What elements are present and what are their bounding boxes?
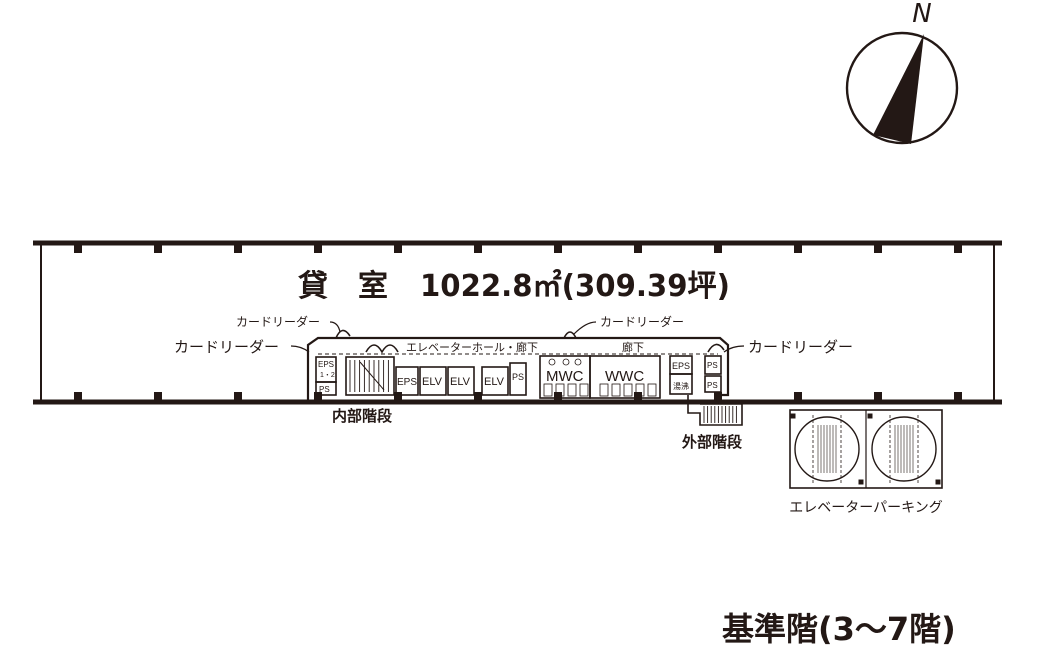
stair-arrow — [359, 361, 385, 391]
column-top — [794, 245, 802, 253]
card-reader-label-3: カードリーダー — [600, 314, 684, 329]
eps-label-left: EPS — [318, 360, 334, 369]
column-top — [874, 245, 882, 253]
toilet-stall — [555, 383, 565, 397]
external-stairs-label: 外部階段 — [681, 433, 742, 451]
mwc-label: MWC — [546, 368, 584, 385]
turntable — [794, 416, 860, 482]
kitchenette — [669, 373, 693, 395]
toilet-stall — [599, 383, 609, 397]
column-top — [954, 245, 962, 253]
column-top — [394, 245, 402, 253]
card-reader-leader-2 — [290, 345, 310, 353]
elevator-2 — [447, 366, 475, 396]
ps-label-right-top: PS — [707, 361, 718, 370]
toilet-stall — [611, 383, 621, 397]
card-reader-label-4: カードリーダー — [748, 338, 853, 356]
card-reader-leader-3 — [573, 321, 597, 335]
wwc-room — [589, 355, 661, 399]
ps-label-left: PS — [319, 385, 330, 394]
column-top — [634, 245, 642, 253]
internal-stairs-label: 内部階段 — [332, 407, 392, 425]
urinal — [562, 358, 570, 366]
compass-north-label: N — [912, 0, 931, 29]
column-bottom — [314, 392, 322, 400]
kitchenette-label: 湯沸 — [673, 381, 689, 391]
building-outline — [33, 240, 1002, 405]
column-bottom — [794, 392, 802, 400]
corner-mark — [858, 479, 864, 485]
eps-room — [395, 366, 419, 396]
compass: N — [845, 0, 959, 145]
corner-mark — [935, 479, 941, 485]
column-bottom — [74, 392, 82, 400]
column-top — [234, 245, 242, 253]
card-reader-leader-1 — [329, 321, 341, 333]
urinal — [548, 358, 556, 366]
door-right — [707, 343, 725, 353]
elv-label-1: ELV — [422, 376, 443, 388]
door-center — [563, 331, 577, 339]
ps-room-right-bottom — [704, 375, 722, 393]
column-bottom — [954, 392, 962, 400]
ps-room-right-top — [704, 355, 722, 375]
elevator-3 — [481, 366, 509, 396]
ps-room-left — [315, 381, 337, 396]
urinal — [574, 358, 582, 366]
wwc-label: WWC — [605, 368, 644, 385]
column-top — [314, 245, 322, 253]
card-reader-leader-4 — [723, 345, 745, 353]
eps-label-right: EPS — [672, 361, 690, 371]
elv-label-2: ELV — [450, 376, 471, 388]
card-reader-label-2: カードリーダー — [174, 338, 279, 356]
elevator-parking-label: エレベーターパーキング — [789, 500, 942, 516]
toilet-stall — [543, 383, 553, 397]
column-bottom — [234, 392, 242, 400]
door-left — [335, 329, 351, 339]
toilet-stall — [579, 383, 589, 397]
column-top — [714, 245, 722, 253]
core-outline — [306, 336, 730, 402]
elevator-hall-label: エレベーターホール・廊下 — [406, 340, 538, 354]
ps-room-center — [509, 362, 527, 396]
eps-label: EPS — [397, 377, 417, 388]
card-reader-label-1: カードリーダー — [236, 314, 320, 329]
internal-stairs — [345, 356, 395, 396]
elv-label-3: ELV — [484, 376, 505, 388]
column-bottom — [394, 392, 402, 400]
ps-label-right-bottom: PS — [707, 381, 718, 390]
building-core — [306, 329, 743, 426]
elevator-parking — [789, 409, 943, 489]
corner-mark — [790, 413, 796, 419]
eps-number-label: 1・2 — [320, 372, 335, 379]
column-bottom — [474, 392, 482, 400]
tenant-area-name: 貸 室 — [298, 269, 388, 304]
north-arrow-icon — [873, 34, 924, 144]
elevator-1 — [419, 366, 447, 396]
compass-ring — [845, 31, 959, 145]
door-double-hall — [365, 344, 399, 354]
column-bottom — [154, 392, 162, 400]
column-bottom — [874, 392, 882, 400]
corridor-label: 廊下 — [622, 340, 644, 354]
column-top — [74, 245, 82, 253]
column-top — [474, 245, 482, 253]
external-stairs-outline — [687, 395, 743, 426]
toilet-stall — [567, 383, 577, 397]
column-top — [154, 245, 162, 253]
corner-mark — [867, 413, 873, 419]
ps-label-center: PS — [512, 372, 524, 382]
toilet-stall — [623, 383, 633, 397]
tenant-area-size: 1022.8㎡(309.39坪) — [420, 269, 730, 304]
column-top — [554, 245, 562, 253]
floor-title: 基準階(3〜7階) — [722, 610, 956, 648]
turntable — [871, 416, 937, 482]
toilet-stall — [635, 383, 645, 397]
toilet-stall — [647, 383, 657, 397]
